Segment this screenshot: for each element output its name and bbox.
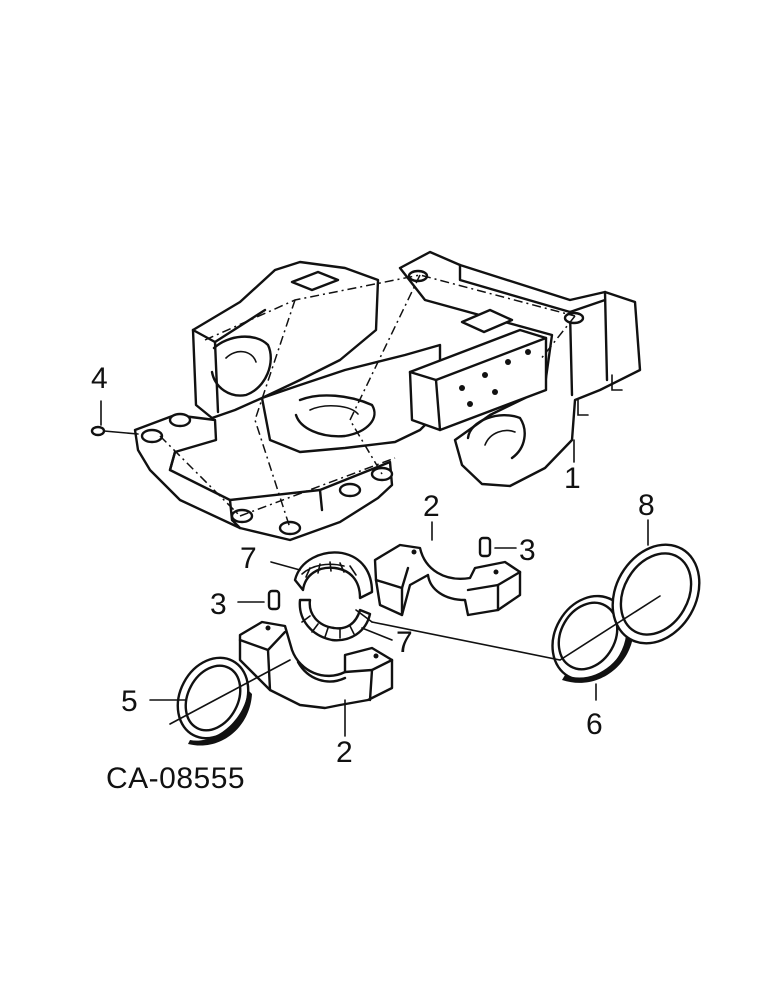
callout-7-upper: 7 — [240, 542, 257, 575]
callout-2-lower: 2 — [336, 736, 353, 769]
callout-7-lower: 7 — [396, 626, 413, 659]
callout-5: 5 — [121, 685, 138, 718]
bearing-cap-upper-part-2 — [373, 543, 522, 617]
gasket-ring-part-8 — [611, 543, 701, 645]
figure-code: CA-08555 — [106, 762, 245, 795]
dowel-pin-upper-part-3 — [478, 536, 517, 558]
main-housing-part-1 — [133, 250, 642, 542]
dowel-pin-lower-part-3 — [237, 589, 281, 611]
callout-6: 6 — [586, 708, 603, 741]
oil-seal-part-5 — [176, 656, 252, 746]
callout-4: 4 — [91, 362, 108, 395]
assembly-centerline — [169, 595, 661, 725]
callout-1: 1 — [564, 462, 581, 495]
leader-lines — [149, 439, 649, 737]
bearing-shell-upper-part-7 — [293, 551, 374, 600]
callout-3-lower: 3 — [210, 588, 227, 621]
seal-ring-part-6 — [551, 594, 634, 683]
callout-3-upper: 3 — [519, 534, 536, 567]
bearing-cap-lower-part-2 — [238, 620, 394, 710]
bearing-shell-lower-part-7 — [298, 598, 372, 642]
callout-2-upper: 2 — [423, 490, 440, 523]
grease-fitting-part-4 — [90, 400, 139, 437]
callout-8: 8 — [638, 489, 655, 522]
